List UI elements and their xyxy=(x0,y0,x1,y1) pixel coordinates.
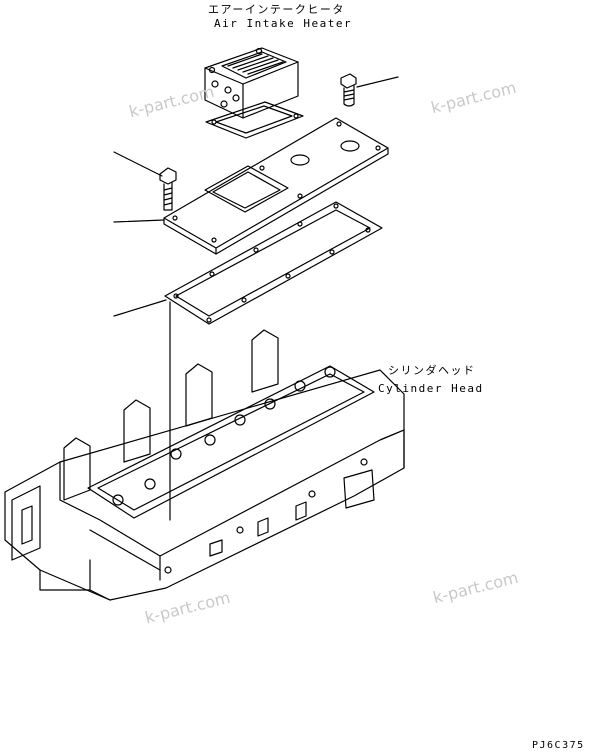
air-intake-heater-label-en: Air Intake Heater xyxy=(214,17,353,30)
plug-screw xyxy=(340,73,357,107)
leader-line xyxy=(356,76,399,88)
air-intake-heater xyxy=(204,47,299,119)
cylinder-head xyxy=(4,329,405,601)
intake-gasket xyxy=(164,201,383,325)
heater-gasket xyxy=(205,101,304,139)
leader-line xyxy=(113,299,167,317)
drawing-code: PJ6C375 xyxy=(532,740,585,751)
intake-cover-plate xyxy=(163,117,389,255)
leader-line xyxy=(113,151,163,177)
cylinder-head-label-en: Cylinder Head xyxy=(378,382,484,395)
leader-line xyxy=(113,219,165,223)
bolt xyxy=(159,167,177,211)
air-intake-heater-label-jp: エアーインテークヒータ xyxy=(208,3,345,16)
cylinder-head-label-jp: シリンダヘッド xyxy=(388,364,476,377)
